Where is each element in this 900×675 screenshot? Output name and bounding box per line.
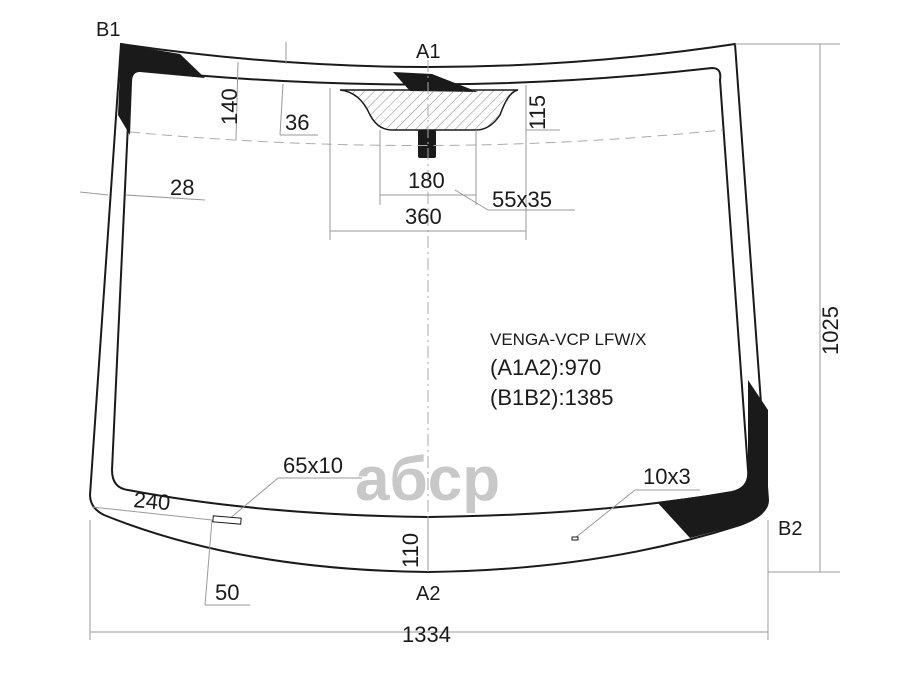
- dim-110: 110: [398, 533, 423, 568]
- point-b2: B2: [778, 518, 802, 540]
- frit-b2-corner: [657, 380, 768, 538]
- a1a2-length: (A1A2):970: [490, 355, 601, 380]
- b1b2-length: (B1B2):1385: [490, 385, 614, 410]
- frit-b1-corner: [118, 44, 205, 135]
- glass-inner-outline: [110, 66, 750, 519]
- model-code: VENGA-VCP LFW/X: [490, 330, 647, 349]
- dim-50: 50: [215, 580, 239, 605]
- frit-a1-top: [393, 72, 478, 92]
- dim-140: 140: [217, 88, 242, 125]
- dim-1334: 1334: [402, 622, 451, 647]
- dim-65x10: 65x10: [283, 453, 343, 478]
- dim-36: 36: [285, 110, 309, 135]
- dim-360: 360: [405, 204, 442, 229]
- mirror-area: [339, 89, 519, 131]
- dim-115: 115: [525, 95, 550, 130]
- mirror-mount: [418, 130, 436, 158]
- glass-outer-outline: [88, 42, 770, 574]
- dim-55x35: 55x35: [492, 187, 552, 212]
- dim-28: 28: [170, 175, 194, 200]
- point-a2: A2: [416, 583, 440, 605]
- dim-240: 240: [133, 487, 172, 515]
- sensor-65x10: [212, 515, 242, 525]
- point-b1: B1: [96, 19, 120, 41]
- dim-180: 180: [408, 168, 445, 193]
- sensor-10x3: [571, 536, 579, 541]
- dim-1025: 1025: [818, 306, 843, 355]
- dim-10x3: 10x3: [643, 464, 691, 489]
- point-a1: A1: [416, 41, 440, 63]
- band-dashed-line: [129, 129, 723, 147]
